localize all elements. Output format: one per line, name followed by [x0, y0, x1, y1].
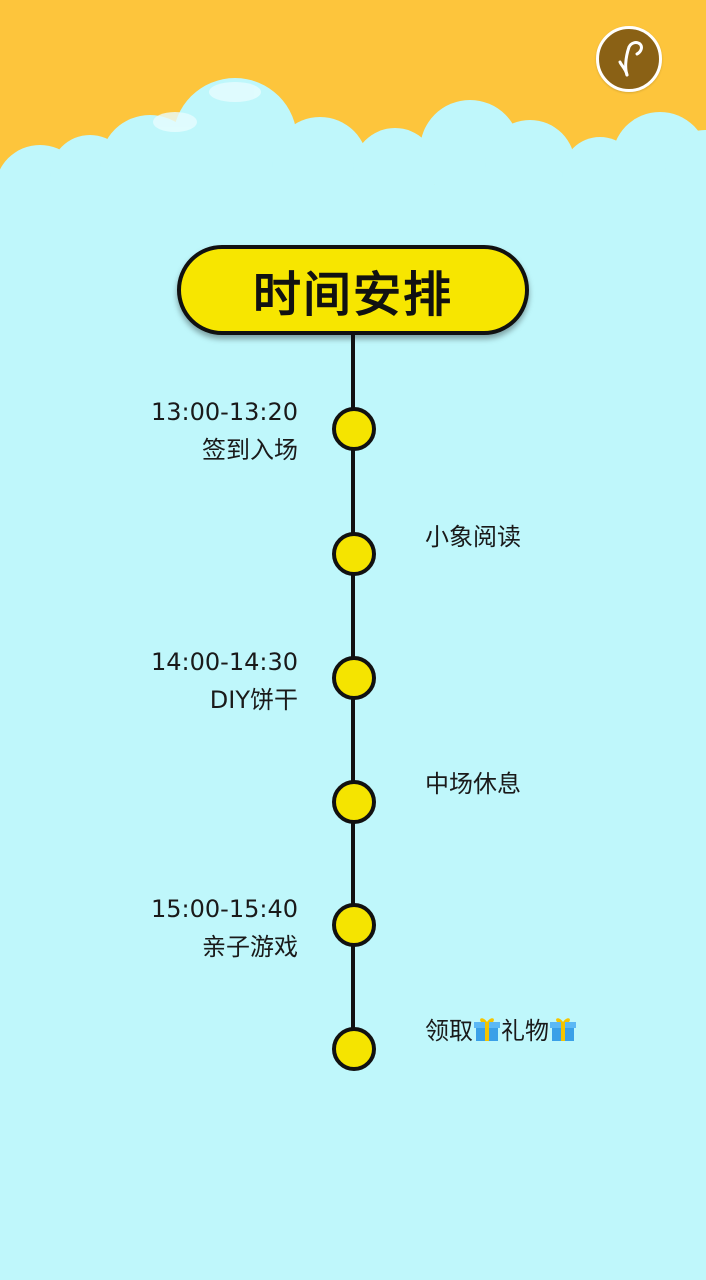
schedule-label-part2: 礼物 — [501, 1017, 549, 1045]
schedule-label: DIY饼干 — [151, 681, 298, 719]
timeline-dot — [332, 532, 376, 576]
schedule-item-family-games: 15:00-15:40 亲子游戏 — [151, 890, 298, 966]
schedule-item-reading: 小象阅读 — [425, 518, 521, 556]
schedule-time: 14:00-14:30 — [151, 643, 298, 681]
timeline-dot — [332, 780, 376, 824]
schedule-label: 签到入场 — [151, 431, 298, 469]
page-title-pill: 时间安排 — [177, 245, 529, 335]
timeline-dot — [332, 903, 376, 947]
timeline-dot — [332, 1027, 376, 1071]
schedule-item-gift: 领取 礼物 — [425, 1012, 577, 1050]
schedule-label: 小象阅读 — [425, 518, 521, 556]
schedule-time: 15:00-15:40 — [151, 890, 298, 928]
schedule-item-diy-cookies: 14:00-14:30 DIY饼干 — [151, 643, 298, 719]
timeline-dot — [332, 656, 376, 700]
gift-icon — [473, 1015, 501, 1043]
gift-icon — [549, 1015, 577, 1043]
music-note-icon — [599, 29, 659, 89]
schedule-label: 中场休息 — [425, 765, 521, 803]
music-toggle-button[interactable] — [596, 26, 662, 92]
schedule-label-part1: 领取 — [425, 1017, 473, 1045]
schedule-time: 13:00-13:20 — [151, 393, 298, 431]
schedule-label: 亲子游戏 — [151, 928, 298, 966]
timeline-dot — [332, 407, 376, 451]
page-title: 时间安排 — [253, 255, 453, 325]
schedule-item-checkin: 13:00-13:20 签到入场 — [151, 393, 298, 469]
schedule-item-break: 中场休息 — [425, 765, 521, 803]
